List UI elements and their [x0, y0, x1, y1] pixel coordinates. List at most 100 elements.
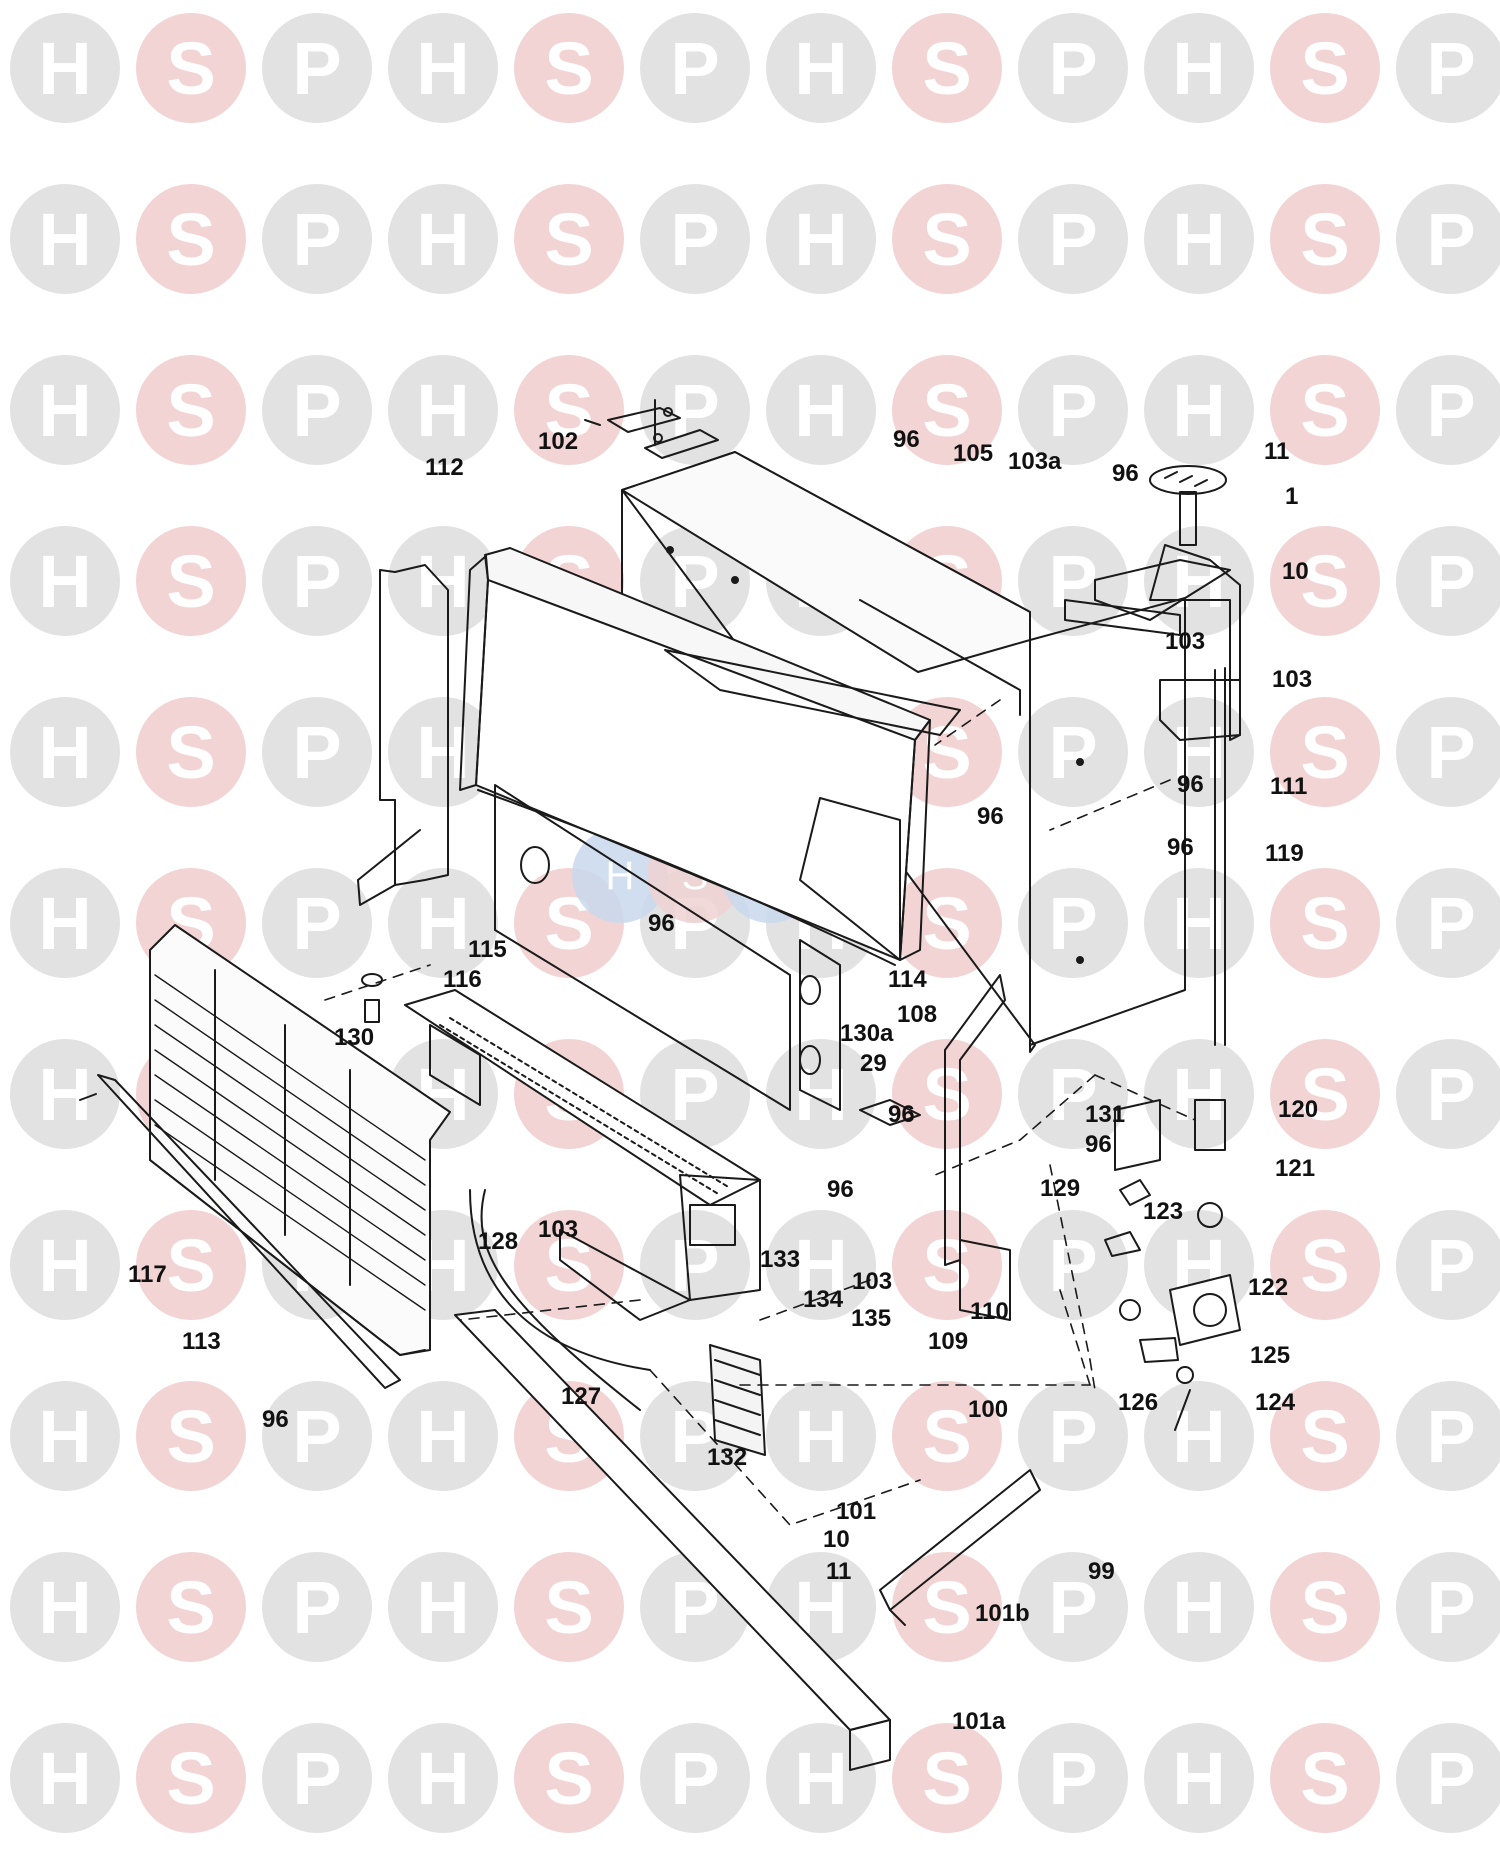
label-11: 11: [826, 1558, 852, 1585]
svg-text:S: S: [166, 540, 215, 623]
svg-text:S: S: [166, 1737, 215, 1820]
svg-text:S: S: [544, 198, 593, 281]
svg-text:H: H: [1172, 369, 1225, 452]
svg-text:S: S: [1300, 1395, 1349, 1478]
label-29: 29: [860, 1050, 887, 1077]
svg-text:S: S: [922, 27, 971, 110]
svg-text:H: H: [1172, 711, 1225, 794]
watermark-p-badge: P: [1018, 355, 1128, 465]
gasket-132: [709, 1344, 766, 1456]
watermark-h-badge: H: [1144, 868, 1254, 978]
watermark-s-badge: S: [892, 1552, 1002, 1662]
label-103: 103: [538, 1216, 579, 1243]
watermark-h-badge: H: [766, 1039, 876, 1149]
svg-text:S: S: [922, 1737, 971, 1820]
svg-text:P: P: [1048, 1224, 1097, 1307]
watermark-p-badge: P: [1018, 868, 1128, 978]
watermark-p-badge: P: [1018, 1552, 1128, 1662]
svg-text:S: S: [166, 198, 215, 281]
svg-text:P: P: [1048, 711, 1097, 794]
watermark-s-badge: S: [892, 1381, 1002, 1491]
svg-text:S: S: [922, 882, 971, 965]
watermark-s-badge: S: [514, 13, 624, 123]
watermark-s-badge: S: [1270, 697, 1380, 807]
watermark-h-badge: H: [1144, 355, 1254, 465]
watermark-p-badge: P: [262, 184, 372, 294]
svg-text:S: S: [1300, 882, 1349, 965]
svg-text:P: P: [1426, 198, 1475, 281]
svg-text:H: H: [416, 1395, 469, 1478]
svg-text:P: P: [292, 369, 341, 452]
watermark-s-badge: S: [136, 355, 246, 465]
watermark-s-badge: S: [892, 1723, 1002, 1833]
watermark-s-badge: S: [1270, 526, 1380, 636]
svg-text:H: H: [606, 854, 635, 898]
watermark-h-badge: H: [766, 1210, 876, 1320]
watermark-p-badge: P: [640, 1723, 750, 1833]
gas-valve-assembly: [1104, 1099, 1241, 1431]
svg-text:P: P: [292, 198, 341, 281]
watermark-s-badge: S: [136, 184, 246, 294]
svg-text:H: H: [416, 27, 469, 110]
watermark-h-badge: H: [388, 1381, 498, 1491]
svg-text:H: H: [794, 1737, 847, 1820]
label-96: 96: [977, 803, 1004, 830]
label-1: 1: [1285, 483, 1299, 510]
burner-130: [404, 989, 761, 1321]
svg-text:P: P: [292, 1737, 341, 1820]
bottom-rail-113: [79, 1074, 401, 1389]
label-120: 120: [1278, 1096, 1319, 1123]
label-133: 133: [760, 1246, 801, 1273]
svg-text:H: H: [38, 1395, 91, 1478]
watermark-h-badge: H: [10, 1552, 120, 1662]
label-117: 117: [128, 1261, 167, 1288]
exploded-lines: [324, 699, 1196, 1526]
svg-text:H: H: [38, 882, 91, 965]
watermark-p-badge: P: [640, 355, 750, 465]
rear-casing: [621, 451, 1186, 1053]
label-131: 131: [1085, 1101, 1126, 1128]
watermark-s-badge: S: [1270, 1552, 1380, 1662]
watermark-s-badge: S: [1270, 1381, 1380, 1491]
label-115: 115: [468, 936, 507, 963]
svg-text:H: H: [794, 369, 847, 452]
label-101b: 101b: [975, 1600, 1030, 1627]
watermark-p-badge: P: [1396, 13, 1500, 123]
watermark-p-badge: P: [1396, 697, 1500, 807]
watermark-p-badge: P: [262, 1723, 372, 1833]
svg-text:P: P: [1048, 540, 1097, 623]
svg-text:H: H: [794, 198, 847, 281]
svg-text:H: H: [1172, 1566, 1225, 1649]
svg-text:P: P: [1426, 1053, 1475, 1136]
label-96: 96: [827, 1176, 854, 1203]
label-100: 100: [968, 1396, 1009, 1423]
svg-text:S: S: [1300, 540, 1349, 623]
watermark-p-badge: P: [1396, 1723, 1500, 1833]
watermark-p-badge: P: [1018, 13, 1128, 123]
svg-text:P: P: [292, 882, 341, 965]
watermark-p-badge: P: [262, 697, 372, 807]
svg-text:S: S: [1300, 369, 1349, 452]
svg-text:H: H: [416, 1737, 469, 1820]
watermark-p-badge: P: [1018, 1210, 1128, 1320]
watermark-h-badge: H: [1144, 697, 1254, 807]
label-114: 114: [888, 966, 927, 993]
svg-text:H: H: [416, 540, 469, 623]
watermark-h-badge: H: [388, 526, 498, 636]
svg-text:P: P: [292, 1395, 341, 1478]
bracket-108: [859, 974, 1011, 1321]
svg-text:P: P: [1048, 369, 1097, 452]
watermark-s-badge: S: [1270, 184, 1380, 294]
svg-text:H: H: [1172, 27, 1225, 110]
label-105: 105: [953, 440, 994, 467]
watermark-p-badge: P: [1396, 1039, 1500, 1149]
watermark-s-badge: S: [1270, 13, 1380, 123]
watermark-h-badge: H: [10, 355, 120, 465]
label-134: 134: [803, 1286, 844, 1313]
label-96: 96: [893, 426, 920, 453]
svg-text:H: H: [1172, 1053, 1225, 1136]
label-126: 126: [1118, 1389, 1159, 1416]
watermark-p-badge: P: [262, 526, 372, 636]
watermark-p-badge: P: [1396, 868, 1500, 978]
